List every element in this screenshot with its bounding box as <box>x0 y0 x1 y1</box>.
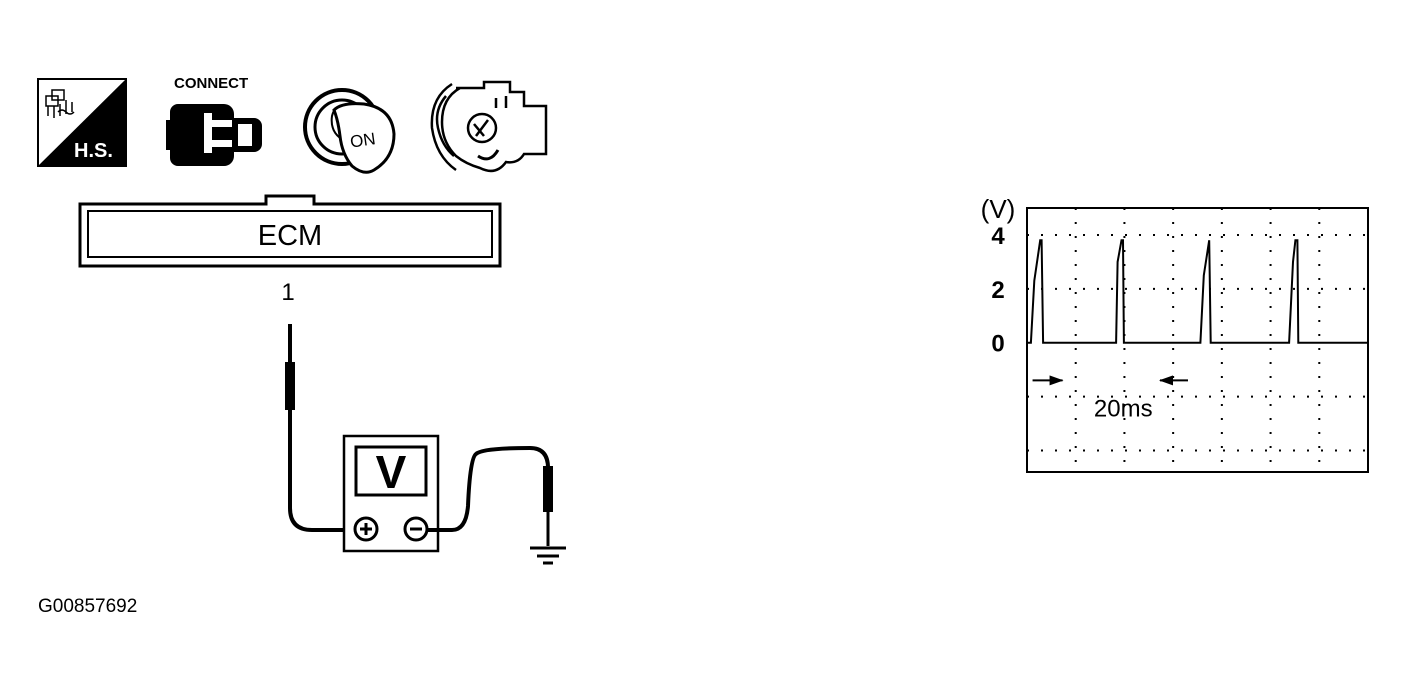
engine-running-icon <box>430 80 548 173</box>
positive-probe <box>285 324 295 432</box>
ground-icon <box>530 546 566 565</box>
chart-frame <box>1026 207 1369 473</box>
y-tick-labels: 4 2 0 <box>991 223 1005 358</box>
negative-terminal-icon <box>403 516 429 542</box>
oscilloscope-chart: (V) 4 2 0 20ms <box>981 194 1369 473</box>
connector-connect-icon: CONNECT <box>166 75 262 166</box>
hot-soak-condition-icon: H.S. <box>37 78 127 167</box>
ecm-unit: ECM <box>78 194 502 268</box>
negative-probe <box>543 466 553 546</box>
y-tick-label: 4 <box>991 223 1005 250</box>
y-axis-unit: (V) <box>981 194 1016 224</box>
positive-terminal-icon <box>353 516 379 542</box>
ignition-key-on-icon: ON <box>303 88 396 174</box>
y-tick-label: 0 <box>991 331 1004 358</box>
ecm-label: ECM <box>258 220 322 252</box>
voltmeter-label: V <box>376 446 407 498</box>
ecm-pin-number: 1 <box>281 279 294 306</box>
connect-label: CONNECT <box>174 75 248 92</box>
waveform-series-line <box>1027 239 1368 344</box>
time-scale-marker: 20ms <box>1032 375 1188 422</box>
ignition-on-label: ON <box>349 129 377 151</box>
time-scale-label: 20ms <box>1094 395 1153 422</box>
y-tick-label: 2 <box>991 277 1004 304</box>
negative-lead-wire <box>427 445 550 532</box>
figure-id: G00857692 <box>38 596 137 617</box>
positive-lead-wire <box>288 432 354 532</box>
chart-grid <box>1027 208 1368 472</box>
hs-label: H.S. <box>74 140 113 162</box>
voltmeter: V <box>342 434 440 553</box>
